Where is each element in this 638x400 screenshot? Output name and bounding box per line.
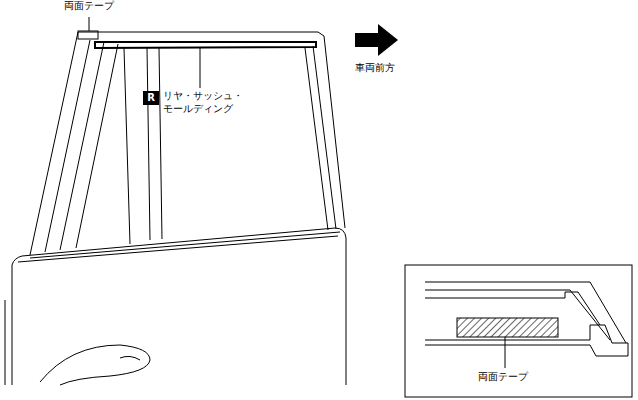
pillar [159,48,162,239]
rear-pillar [30,32,78,255]
rear-pillar [45,40,90,252]
tape-mark [78,31,98,39]
symbol-box: R [143,91,159,105]
window-frame [78,32,345,228]
detail-frame [405,265,632,397]
detail-line [425,290,610,340]
front-frame [313,46,336,229]
leader-line [505,337,506,368]
detail-line [425,282,626,343]
part-label: 両面テープ [64,0,114,13]
pillar [124,48,130,244]
part-label: リヤ・サッシュ・ モールディング [163,90,247,115]
tape-hatch [457,318,558,337]
sash-molding [95,42,316,48]
pillar [147,48,150,240]
door-panel [12,228,346,385]
direction-arrow [355,24,398,56]
symbol-text: R [143,91,159,105]
direction-label: 車両前方 [355,62,395,75]
door-handle [120,356,140,360]
rear-pillar [76,44,118,248]
door-edge [5,300,6,385]
part-label: 両面テープ [478,371,528,384]
belt-line [18,236,338,262]
leader-line [200,48,201,88]
door-handle [40,345,150,385]
leader-line [89,17,90,31]
